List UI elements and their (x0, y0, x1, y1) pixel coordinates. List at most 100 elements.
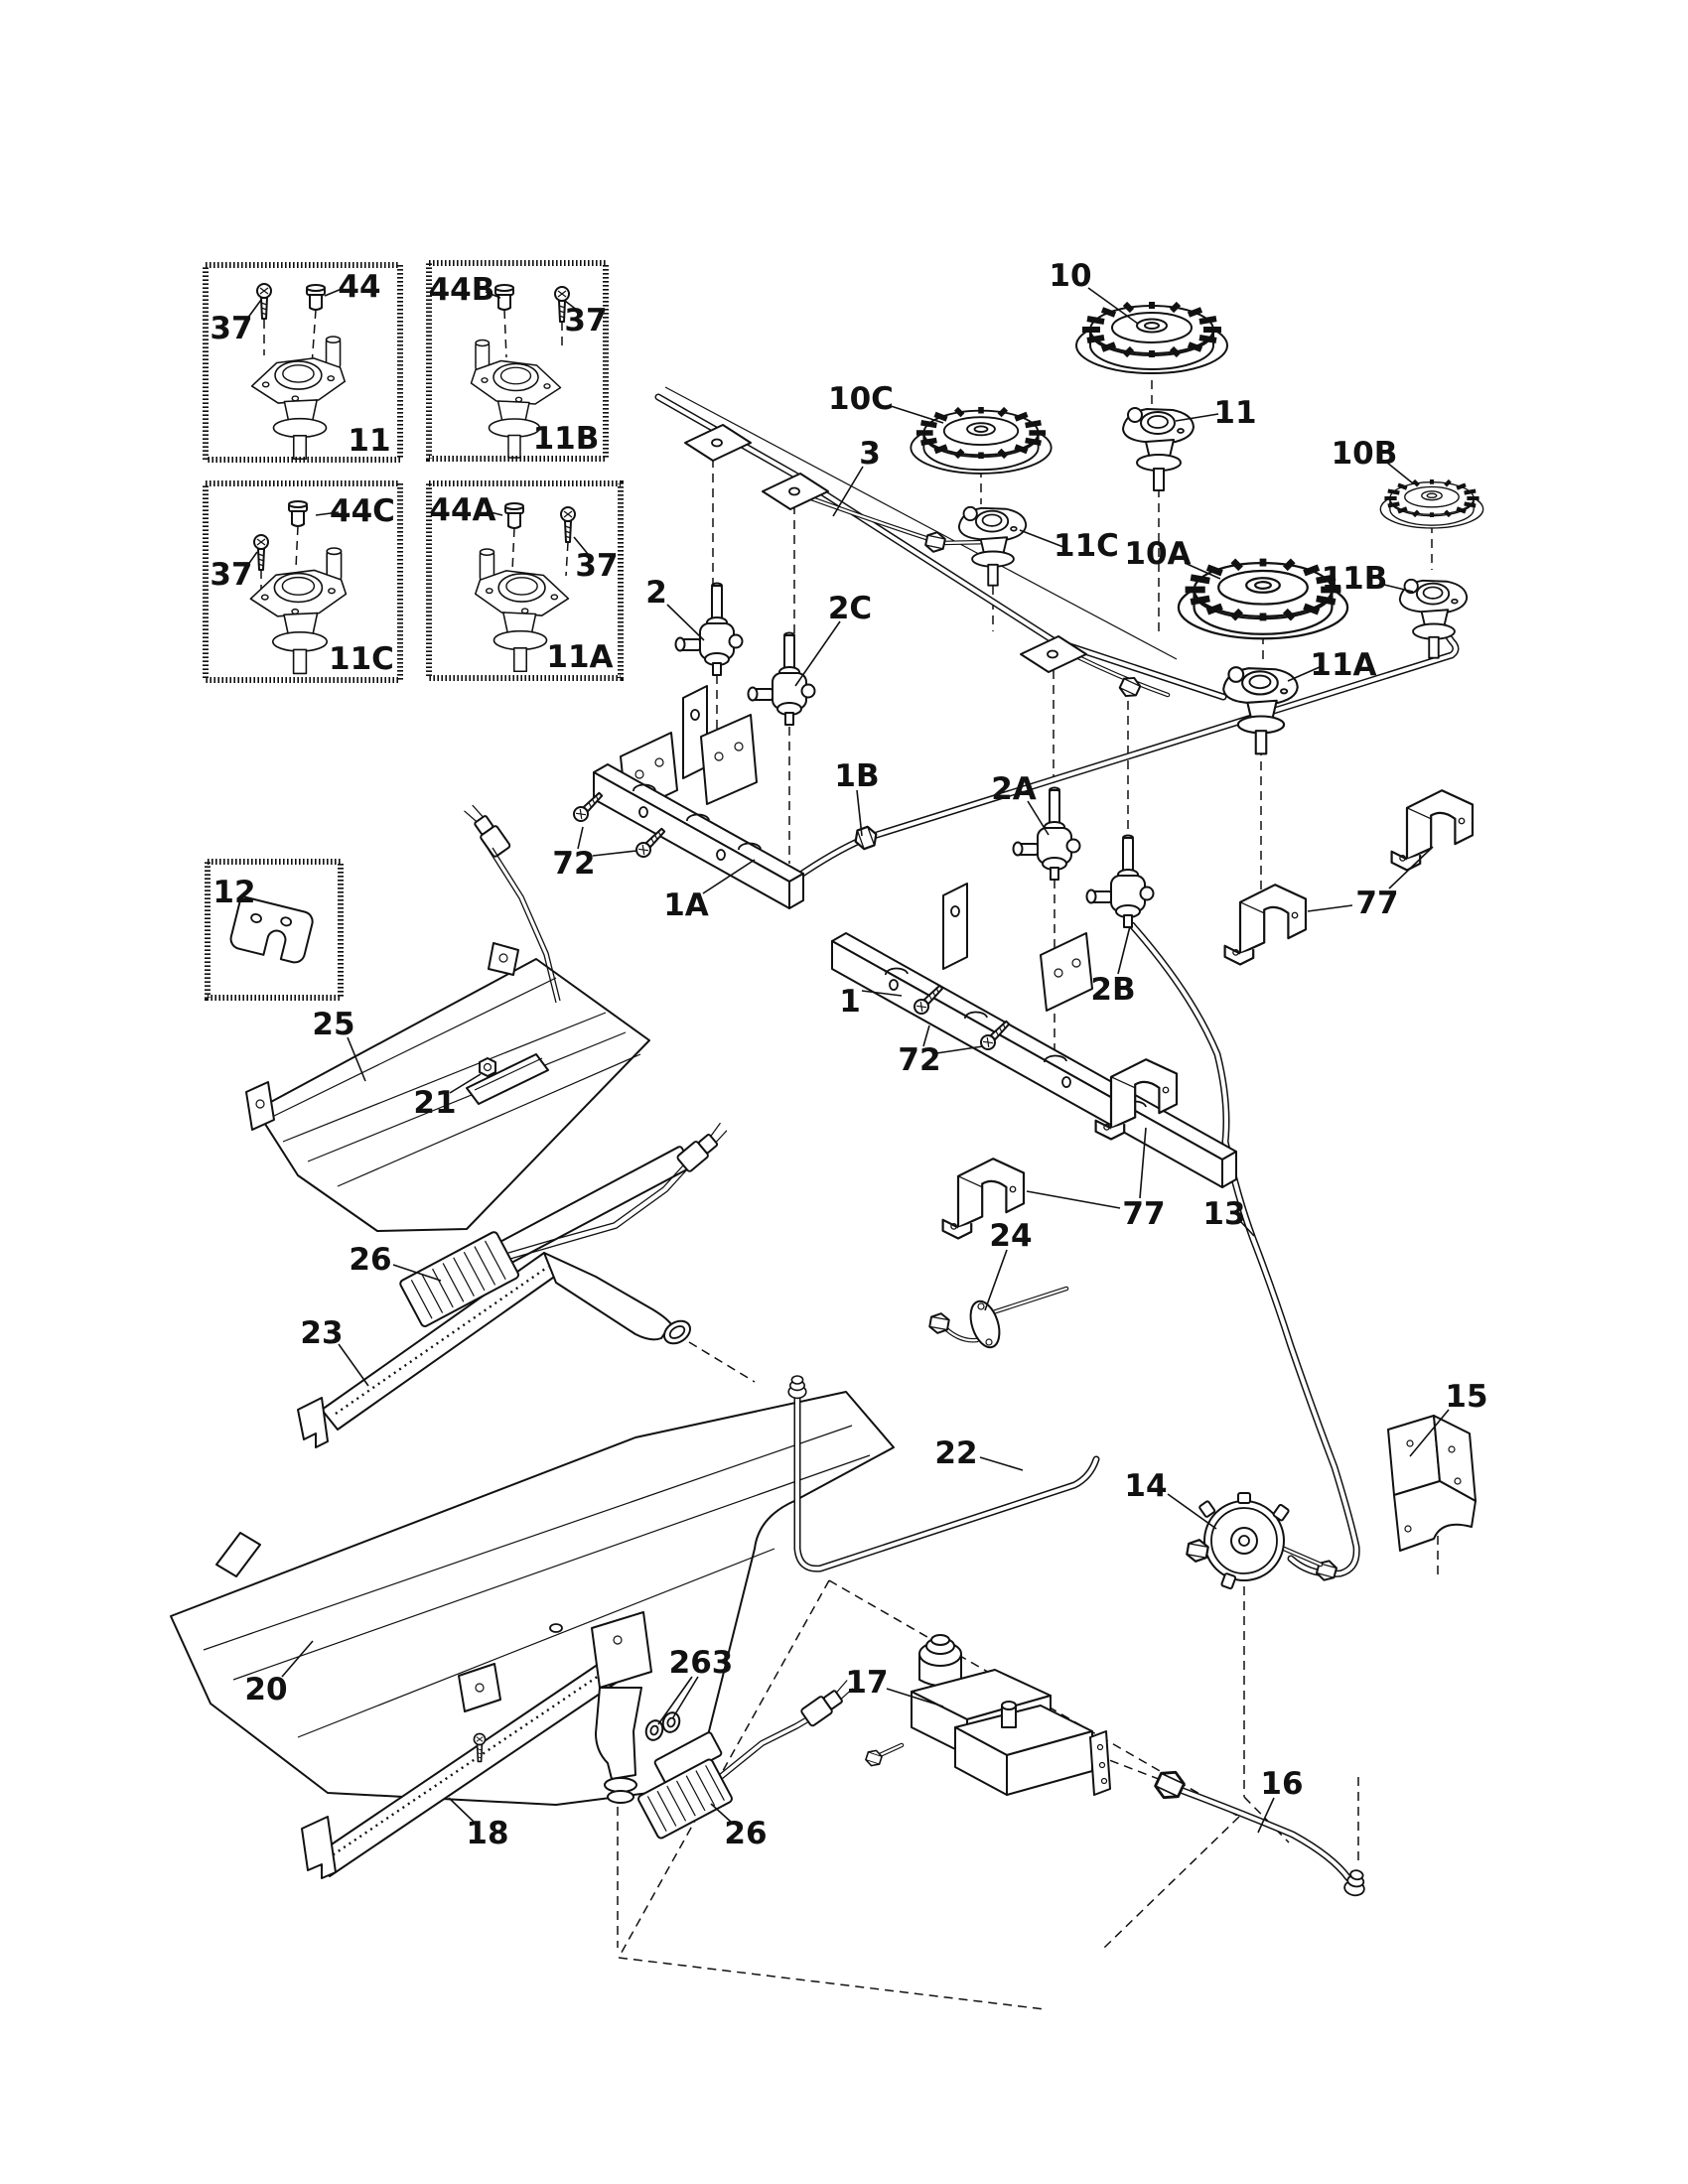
leader-line (1117, 925, 1131, 975)
broil-feed-elbow-24 (927, 1286, 1069, 1349)
leader-line (1239, 1220, 1255, 1237)
part-callout-26: 26 (349, 1242, 391, 1278)
part-callout-2C: 2C (828, 591, 872, 626)
part-callout-10A: 10A (1124, 536, 1191, 572)
leader-line (861, 990, 903, 997)
part-callout-77: 77 (1122, 1196, 1165, 1232)
inset-art-12-shim (229, 894, 314, 964)
leader-line (392, 1264, 442, 1282)
part-callout-11A: 11A (1310, 647, 1376, 683)
inset-frame (205, 859, 344, 1001)
leader-line (246, 299, 262, 320)
callout-10C: 10C (828, 381, 944, 424)
inset-frame (426, 260, 609, 462)
manifold-rail-rear-1 (831, 883, 1237, 1188)
part-callout-22: 22 (934, 1435, 977, 1471)
part-callout-11B: 11B (533, 421, 600, 457)
part-callout-37: 37 (210, 557, 252, 593)
inset-frame (203, 480, 403, 683)
part-callout-3: 3 (859, 436, 881, 472)
leader-line (1307, 904, 1353, 912)
callout-10A: 10A (1124, 536, 1221, 580)
callout-23: 23 (300, 1315, 369, 1387)
callout-263: 263 (657, 1645, 734, 1725)
part-callout-263: 263 (669, 1645, 734, 1681)
manifold-pipe-assembly-3 (654, 386, 1227, 701)
leader-line (886, 1688, 944, 1707)
part-callout-72: 72 (898, 1042, 940, 1078)
callout-2A: 2A (991, 771, 1050, 836)
part-callout-2A: 2A (991, 771, 1037, 807)
callout-77: 77 (1307, 846, 1434, 921)
surface-burner-head-10B (1380, 479, 1482, 528)
part-callout-11C: 11C (1054, 528, 1119, 564)
part-callout-23: 23 (300, 1315, 343, 1351)
callout-22: 22 (934, 1435, 1024, 1471)
bake-burner-tube-18 (301, 1611, 652, 1879)
leader-line (666, 604, 705, 641)
callout-10B: 10B (1332, 436, 1414, 484)
surface-burner-head-10C (911, 407, 1051, 474)
callout-10: 10 (1049, 258, 1139, 325)
leader-line (246, 551, 258, 567)
callout-11B: 11B (1322, 561, 1414, 597)
mounting-bracket-15 (1387, 1415, 1477, 1552)
part-callout-2B: 2B (1090, 972, 1135, 1008)
leader-line (702, 859, 756, 894)
part-callout-37: 37 (564, 303, 607, 339)
part-callout-1: 1 (839, 984, 861, 1020)
callout-17: 17 (845, 1665, 944, 1707)
igniter-harness-connector (461, 799, 561, 1004)
leader-line (1175, 413, 1219, 422)
part-callout-15: 15 (1445, 1379, 1487, 1415)
inset-art-11A (474, 502, 576, 673)
callout-2C: 2C (794, 591, 872, 687)
callout-14: 14 (1124, 1468, 1217, 1530)
callout-11A: 11A (1287, 647, 1377, 683)
leader-line (324, 288, 343, 297)
callout-18: 18 (448, 1797, 509, 1851)
callout-25: 25 (312, 1007, 366, 1082)
spark-igniter-26-lower (637, 1677, 859, 1840)
part-callout-12: 12 (212, 875, 255, 910)
leader-line (984, 1249, 1008, 1311)
callout-16: 16 (1257, 1766, 1304, 1834)
leader-line (1409, 1409, 1450, 1457)
oven-burner-pipe-22 (787, 1375, 1100, 1572)
burner-feed-pipe-1B (792, 617, 1460, 882)
leader-line (485, 291, 501, 299)
callout-72: 72 (898, 1024, 984, 1078)
part-callout-10: 10 (1049, 258, 1091, 294)
callout-13: 13 (1202, 1196, 1255, 1237)
callout-72: 72 (552, 826, 637, 882)
pressure-regulator-14 (1185, 1492, 1324, 1590)
inset-art-11B (470, 284, 570, 459)
part-callout-44: 44 (338, 269, 380, 305)
callout-1B: 1B (834, 758, 880, 837)
leader-line (347, 1036, 366, 1082)
leader-line (577, 826, 584, 850)
spark-igniter-26-upper (399, 1120, 734, 1327)
leader-line (1139, 1127, 1147, 1199)
callout-1A: 1A (663, 859, 756, 923)
oven-supply-pipe-13 (1128, 921, 1360, 1583)
part-callout-26: 26 (724, 1816, 767, 1851)
leader-line (1087, 287, 1139, 325)
callout-3: 3 (832, 436, 881, 517)
leader-line (832, 466, 864, 517)
leader-line (890, 405, 944, 424)
leader-line (672, 1676, 699, 1718)
part-callout-11C: 11C (329, 641, 394, 677)
part-callout-1B: 1B (834, 758, 879, 794)
leader-line (315, 511, 340, 516)
inset-box-11C: 11C 44C 37 (203, 480, 403, 683)
part-callout-1A: 1A (663, 887, 709, 923)
callout-1: 1 (839, 984, 903, 1020)
leader-line (564, 300, 579, 312)
part-callout-44C: 44C (330, 493, 395, 529)
upper-back-shield-25 (245, 942, 650, 1232)
valve-to-regulator-pipe-16 (1151, 1765, 1368, 1898)
